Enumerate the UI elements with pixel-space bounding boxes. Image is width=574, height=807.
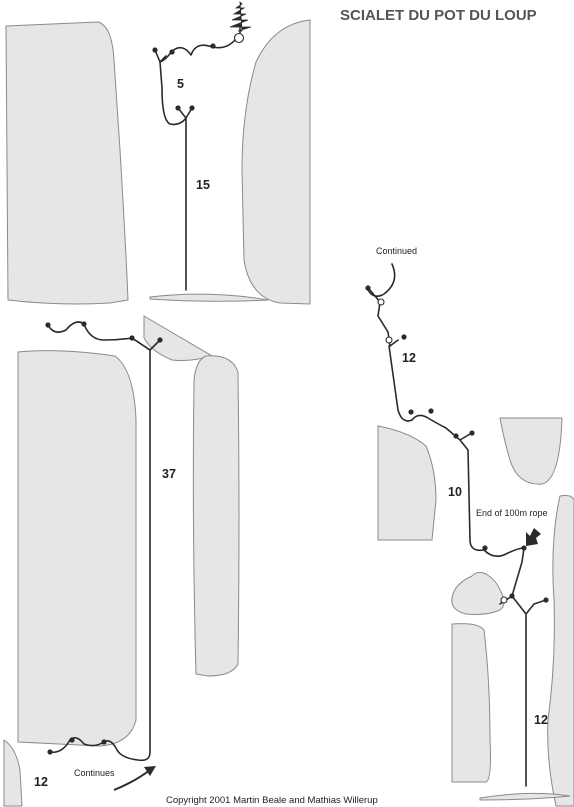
rock-wall-left-1 bbox=[5, 21, 129, 305]
rope-pitch-15 bbox=[177, 107, 193, 291]
rope-end-note: End of 100m rope bbox=[476, 508, 548, 518]
rock-wall-left-3 bbox=[377, 425, 437, 541]
pitch-label-10: 10 bbox=[448, 485, 462, 499]
rope-y-hang-2 bbox=[131, 337, 151, 351]
rock-boulder-3 bbox=[451, 571, 505, 615]
continued-note: Continued bbox=[376, 246, 417, 256]
copyright-text: Copyright 2001 Martin Beale and Mathias … bbox=[166, 795, 378, 806]
down-arrow-icon bbox=[526, 528, 541, 546]
section-top-left: 5 15 bbox=[5, 0, 311, 305]
pitch-label-5: 5 bbox=[177, 77, 184, 91]
section-right: Continued 12 10 End of 100m rope 12 bbox=[365, 246, 574, 807]
section-bottom-left: 37 12 Continues bbox=[3, 315, 240, 807]
pitch-label-12-upper: 12 bbox=[402, 351, 416, 365]
curved-arrow-icon bbox=[113, 766, 156, 791]
pine-tree-icon bbox=[229, 0, 252, 44]
pitch-label-37: 37 bbox=[162, 467, 176, 481]
rock-flake-2 bbox=[143, 315, 214, 361]
pitch-label-15: 15 bbox=[196, 178, 210, 192]
rock-overhang-3 bbox=[499, 417, 563, 485]
floor-3 bbox=[479, 792, 571, 801]
page-title: SCIALET DU POT DU LOUP bbox=[340, 7, 537, 24]
floor-1 bbox=[149, 293, 269, 302]
rock-wall-right-2 bbox=[192, 355, 240, 677]
rock-wall-left-2 bbox=[17, 350, 137, 747]
pitch-label-12-lower: 12 bbox=[534, 713, 548, 727]
rock-wall-right-1 bbox=[241, 19, 311, 305]
rock-corner-2 bbox=[3, 739, 23, 807]
continues-note: Continues bbox=[74, 768, 115, 778]
pitch-label-12-left: 12 bbox=[34, 775, 48, 789]
rope-continued bbox=[367, 263, 547, 787]
rock-wall-right-3 bbox=[547, 495, 574, 807]
rock-wall-lower-left-3 bbox=[451, 623, 491, 783]
